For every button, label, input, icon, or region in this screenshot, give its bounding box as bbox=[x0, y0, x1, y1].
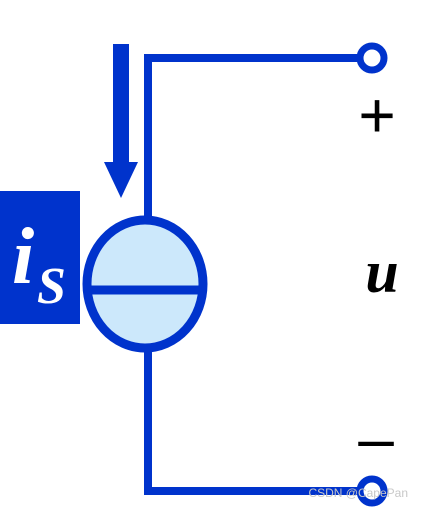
source-label-background bbox=[0, 191, 80, 324]
current-source-symbol bbox=[82, 215, 208, 353]
minus-sign: – bbox=[358, 402, 394, 474]
source-label-subscript: S bbox=[37, 258, 66, 315]
voltage-label: u bbox=[365, 239, 398, 305]
source-label-symbol: i bbox=[12, 213, 34, 301]
bottom-wire bbox=[144, 350, 362, 495]
plus-sign: + bbox=[358, 79, 395, 151]
watermark: CSDN @CapePan bbox=[308, 486, 408, 500]
bottom-terminal bbox=[356, 475, 388, 507]
arrow-head bbox=[104, 162, 138, 198]
top-terminal bbox=[356, 42, 388, 74]
source-label-box: i S bbox=[0, 191, 80, 324]
top-wire bbox=[144, 54, 362, 220]
current-direction-arrow bbox=[104, 44, 138, 198]
arrow-shaft bbox=[113, 44, 129, 164]
source-circle bbox=[82, 215, 208, 353]
